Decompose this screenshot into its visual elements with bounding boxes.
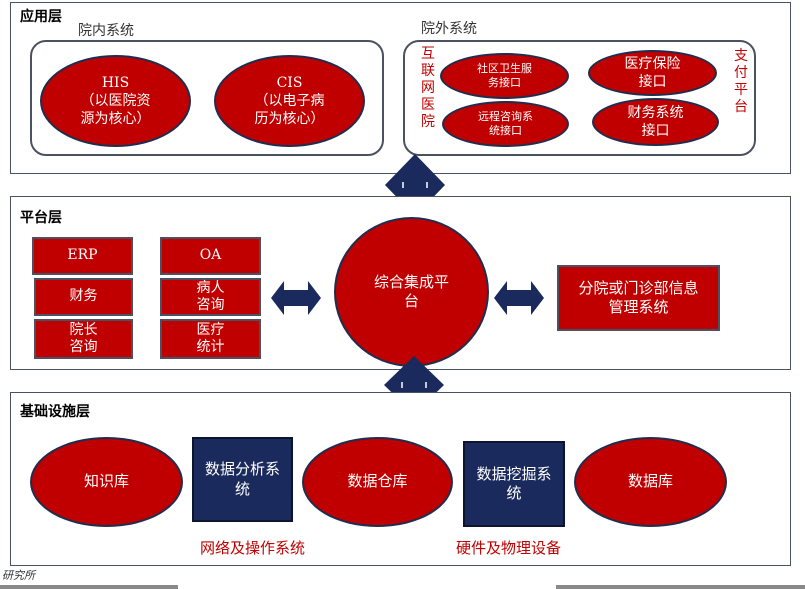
inner-system-label: 院内系统 <box>78 23 134 39</box>
medical-stats-box[interactable]: 医疗 统计 <box>160 319 261 359</box>
finance-box[interactable]: 财务 <box>34 278 133 316</box>
cis-node[interactable]: CIS （以电子病 历为核心） <box>214 55 365 147</box>
footer-bar-left <box>0 585 178 589</box>
integration-platform-node[interactable]: 综合集成平 台 <box>334 217 489 367</box>
finance-system-interface[interactable]: 财务系统 接口 <box>592 98 719 146</box>
erp-box[interactable]: ERP <box>32 237 133 275</box>
connector-right-double-arrow <box>494 281 544 315</box>
oa-box[interactable]: OA <box>160 237 261 275</box>
footer-bar-right <box>556 585 805 589</box>
network-os-label: 网络及操作系统 <box>200 539 306 557</box>
internet-hospital-label: 互联网医院 <box>421 46 435 130</box>
source-note: 研究所 <box>2 569 35 582</box>
remote-consult-interface[interactable]: 远程咨询系 统接口 <box>442 101 569 147</box>
his-node[interactable]: HIS （以医院资 源为核心） <box>40 55 191 147</box>
dean-consult-box[interactable]: 院长 咨询 <box>34 319 133 359</box>
payment-platform-label: 支付平台 <box>734 48 748 115</box>
infrastructure-layer-title: 基础设施层 <box>20 404 90 420</box>
data-analysis-system-box[interactable]: 数据分析系 统 <box>192 437 293 522</box>
data-warehouse-node[interactable]: 数据仓库 <box>302 437 453 527</box>
data-mining-system-box[interactable]: 数据挖掘系 统 <box>463 441 565 527</box>
platform-layer-title: 平台层 <box>20 210 62 226</box>
hardware-label: 硬件及物理设备 <box>456 539 562 557</box>
patient-consult-box[interactable]: 病人 咨询 <box>160 278 261 316</box>
medical-insurance-interface[interactable]: 医疗保险 接口 <box>588 50 717 96</box>
application-layer-title: 应用层 <box>20 9 62 25</box>
branch-info-system-box[interactable]: 分院或门诊部信息 管理系统 <box>557 265 720 331</box>
knowledge-base-node[interactable]: 知识库 <box>30 437 183 527</box>
community-health-interface[interactable]: 社区卫生服 务接口 <box>440 53 569 99</box>
database-node[interactable]: 数据库 <box>574 437 727 527</box>
connector-left-double-arrow <box>271 281 321 315</box>
outer-system-label: 院外系统 <box>421 21 477 37</box>
